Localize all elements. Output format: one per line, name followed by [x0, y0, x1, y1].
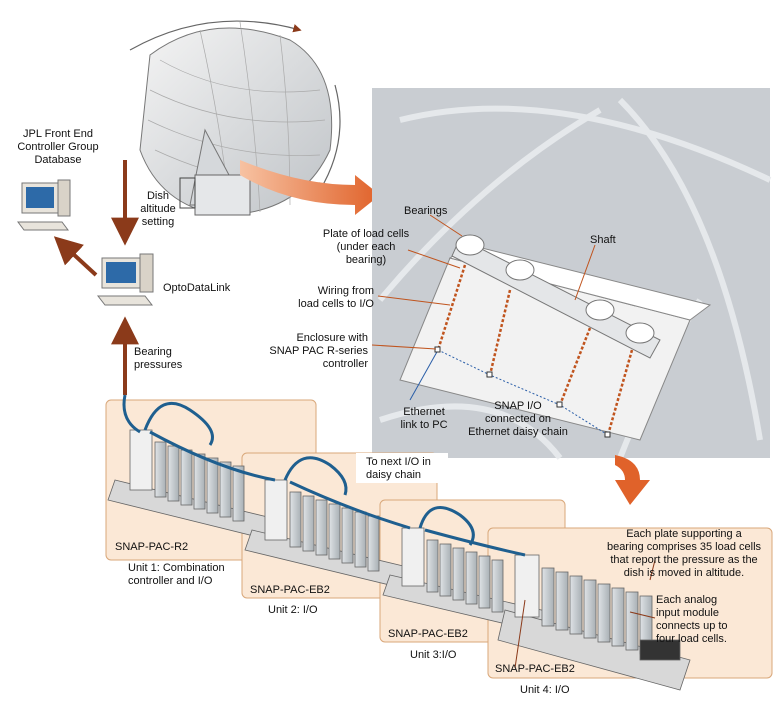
dish-altitude-setting-label: Dish altitude setting	[140, 190, 176, 228]
unit-1-model: SNAP-PAC-R2	[115, 541, 189, 553]
ethernet-cables	[122, 394, 526, 557]
next-io-arrow	[615, 455, 650, 505]
enclosure-label: Enclosure with SNAP PAC R-series control…	[269, 332, 368, 370]
radio-dish-illustration	[129, 20, 341, 216]
unit-2-model: SNAP-PAC-EB2	[250, 584, 330, 596]
bearing-detail-panel	[372, 88, 772, 460]
bearing-pressures-label: Bearing pressures	[134, 346, 183, 371]
next-io-label: To next I/O in daisy chain	[366, 456, 431, 481]
wiring-label: Wiring from load cells to I/O	[298, 285, 374, 310]
optodatalink-computer-icon	[96, 253, 154, 306]
unit-1-caption: Unit 1: Combination controller and I/O	[128, 562, 225, 587]
unit-3-model: SNAP-PAC-EB2	[388, 628, 468, 640]
snap-racks	[107, 429, 691, 691]
unit-4-model: SNAP-PAC-EB2	[495, 663, 575, 675]
shaft-label: Shaft	[590, 234, 616, 246]
unit-2-caption: Unit 2: I/O	[268, 604, 318, 616]
bearings-label: Bearings	[404, 205, 448, 217]
each-plate-note: Each plate supporting a bearing comprise…	[606, 528, 762, 579]
next-io-note	[356, 453, 448, 483]
ethernet-link-label: Ethernet link to PC	[400, 406, 448, 431]
zoom-arrow	[240, 160, 380, 215]
jpl-computer-icon	[17, 179, 71, 231]
optodatalink-label: OptoDataLink	[163, 282, 231, 294]
snap-io-label: SNAP I/O connected on Ethernet daisy cha…	[468, 400, 568, 438]
jpl-label: JPL Front End Controller Group Database	[17, 128, 99, 166]
unit-4-caption: Unit 4: I/O	[520, 684, 570, 696]
unit-3-caption: Unit 3:I/O	[410, 649, 457, 661]
plate-of-load-cells-label: Plate of load cells (under each bearing)	[322, 228, 410, 266]
each-analog-note: Each analog input module connects up to …	[656, 594, 728, 645]
